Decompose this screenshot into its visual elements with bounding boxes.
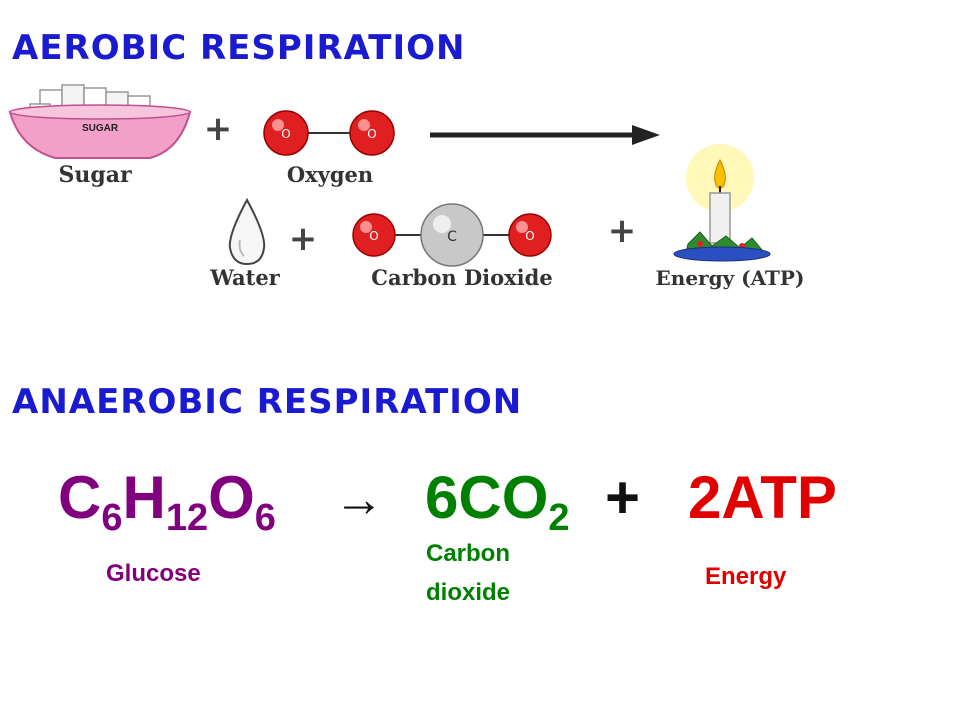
co2-formula: 6CO2 — [425, 464, 570, 540]
carbon-dioxide-molecule-icon: O C O — [352, 203, 552, 267]
svg-text:SUGAR: SUGAR — [82, 123, 119, 134]
svg-text:O: O — [281, 127, 290, 141]
svg-text:O: O — [369, 229, 378, 243]
sugar-bowl-icon: SUGAR — [8, 84, 192, 159]
glucose-formula: C6H12O6 — [58, 464, 276, 540]
oxygen-molecule-icon: O O — [263, 110, 395, 156]
plus-sign: + — [289, 219, 318, 259]
reaction-arrow-icon — [430, 125, 660, 145]
label-energy-atp: Energy (ATP) — [656, 266, 805, 290]
plus-sign: + — [608, 211, 637, 251]
aerobic-heading: AEROBIC RESPIRATION — [12, 28, 466, 68]
label-oxygen: Oxygen — [287, 162, 373, 187]
label-carbon-dioxide: Carbon Dioxide — [371, 265, 552, 290]
glucose-label: Glucose — [106, 560, 201, 587]
energy-label: Energy — [705, 563, 787, 590]
plus-sign: + — [605, 464, 641, 531]
carbon-dioxide-label-line2: dioxide — [426, 579, 511, 606]
water-drop-icon — [228, 197, 266, 266]
svg-text:C: C — [447, 229, 457, 245]
reaction-arrow-icon: → — [334, 471, 384, 527]
label-water: Water — [209, 265, 280, 290]
candle-icon — [673, 144, 771, 262]
svg-text:O: O — [525, 229, 534, 243]
atp-formula: 2ATP — [688, 464, 837, 531]
label-sugar: Sugar — [58, 162, 132, 188]
svg-text:O: O — [367, 127, 376, 141]
plus-sign: + — [204, 109, 233, 149]
anaerobic-heading: ANAEROBIC RESPIRATION — [12, 382, 523, 422]
carbon-dioxide-label-line1: Carbon — [426, 540, 510, 567]
